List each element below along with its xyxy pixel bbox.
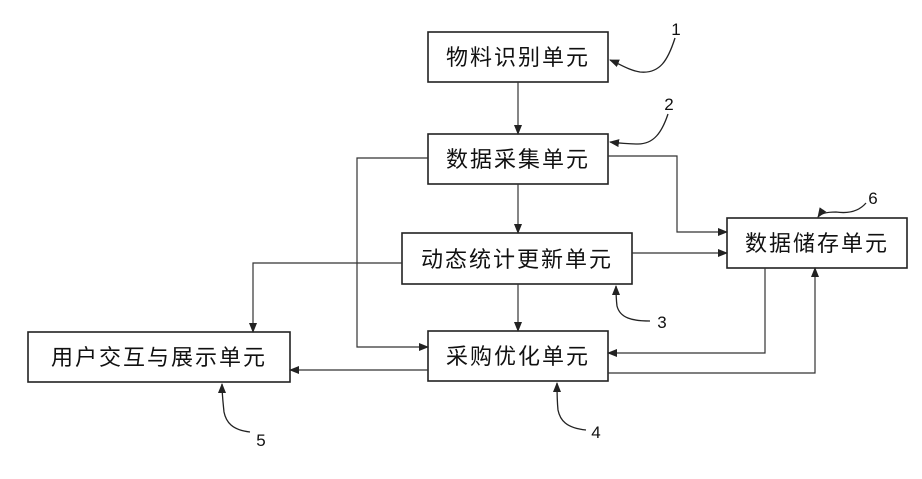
leader-line-4 — [557, 383, 586, 430]
box-material-recognition-label: 物料识别单元 — [446, 46, 590, 71]
leader-line-1 — [610, 38, 675, 72]
box-user-interaction-display-label: 用户交互与展示单元 — [51, 346, 267, 371]
box-data-collection: 数据采集单元 — [428, 134, 608, 184]
box-dynamic-statistics-update: 动态统计更新单元 — [402, 233, 632, 284]
box-data-storage: 数据储存单元 — [727, 218, 907, 268]
box-material-recognition: 物料识别单元 — [428, 32, 608, 82]
ref-number-6: 6 — [868, 189, 877, 208]
arrow-collection-to-storage — [608, 156, 727, 232]
leader-line-2 — [610, 114, 668, 144]
box-user-interaction-display: 用户交互与展示单元 — [28, 332, 290, 382]
box-data-storage-label: 数据储存单元 — [745, 232, 889, 257]
leader-line-5 — [222, 384, 250, 432]
ref-number-2: 2 — [664, 95, 673, 114]
box-procurement-optimization: 采购优化单元 — [428, 331, 608, 381]
arrow-statistics-to-user-display — [253, 263, 402, 332]
leader-line-3 — [616, 286, 650, 321]
box-dynamic-statistics-update-label: 动态统计更新单元 — [421, 248, 613, 273]
ref-number-1: 1 — [671, 20, 680, 39]
leader-line-6 — [818, 203, 866, 217]
ref-number-5: 5 — [256, 431, 265, 450]
box-procurement-optimization-label: 采购优化单元 — [446, 345, 590, 370]
ref-number-4: 4 — [591, 423, 600, 442]
box-data-collection-label: 数据采集单元 — [446, 148, 590, 173]
ref-number-3: 3 — [657, 313, 666, 332]
